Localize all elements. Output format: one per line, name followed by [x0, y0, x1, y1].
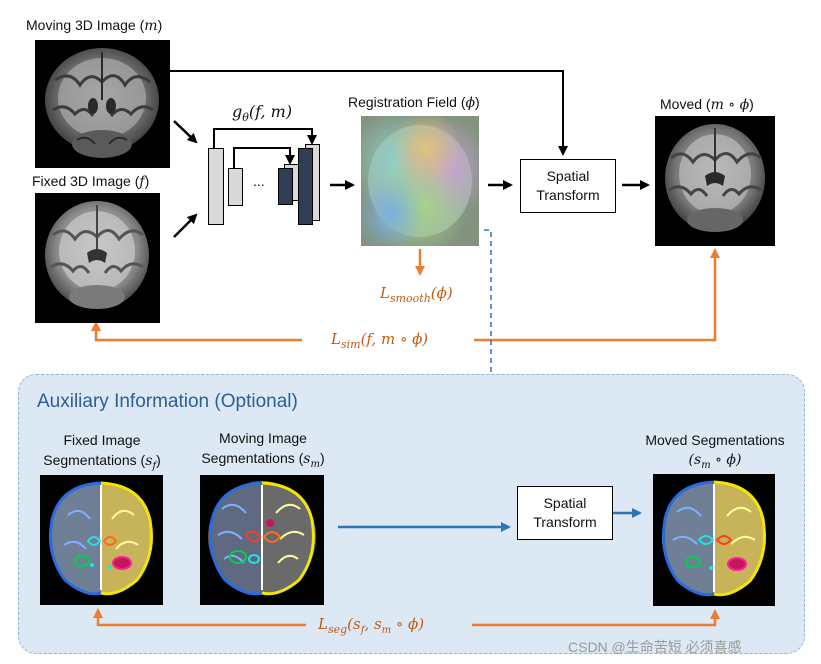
- seg-loss-right-arrow: [472, 609, 720, 627]
- moved-image-label: Moved (m ∘ ϕ): [660, 96, 754, 113]
- sim-loss-right-arrow: [474, 248, 720, 342]
- registration-field-image: [361, 116, 479, 246]
- seg-loss-left-arrow: [93, 608, 306, 627]
- fixed-to-network-arrow: [173, 213, 198, 238]
- moving-image-label: Moving 3D Image (m): [26, 17, 163, 34]
- watermark-text: CSDN @生命苦短 必须喜感: [568, 639, 742, 655]
- encoder-block-1: [208, 148, 224, 225]
- segmentation-loss-label: Lseg(sf, sm ∘ ϕ): [318, 615, 425, 636]
- smoothness-loss-label: Lsmooth(ϕ): [380, 284, 453, 305]
- similarity-loss-label: Lsim(f, m ∘ ϕ): [331, 330, 429, 351]
- moving-segmentations-label: Moving Image Segmentations (sm): [201, 430, 325, 471]
- skip-connection-inner: [233, 147, 295, 168]
- fixed-segmentations-label: Fixed Image Segmentations (sf): [43, 432, 161, 473]
- encoder-block-2: [228, 168, 243, 206]
- fixed-image-label: Fixed 3D Image (f): [32, 173, 150, 190]
- moved-brain-image: [655, 116, 775, 246]
- network-ellipsis: ...: [253, 173, 265, 189]
- moving-to-transform-arrow: [170, 70, 568, 156]
- network-label: gθ(f, m): [232, 102, 293, 125]
- sim-loss-left-arrow: [91, 321, 302, 342]
- fixed-brain-image: [35, 193, 160, 323]
- moved-segmentation-image: [653, 474, 775, 606]
- registration-field-label: Registration Field (ϕ): [348, 94, 480, 111]
- decoder-block-1: [298, 148, 313, 225]
- fixed-segmentation-image: [40, 475, 163, 605]
- decoder-block-2: [278, 168, 293, 205]
- auxiliary-title: Auxiliary Information (Optional): [37, 391, 298, 412]
- moving-segmentation-image: [200, 475, 324, 605]
- skip-connection-outer: [213, 128, 317, 148]
- moving-to-network-arrow: [173, 120, 198, 144]
- moving-brain-image: [35, 40, 170, 168]
- moved-segmentations-label: Moved Segmentations (sm ∘ ϕ): [645, 432, 785, 472]
